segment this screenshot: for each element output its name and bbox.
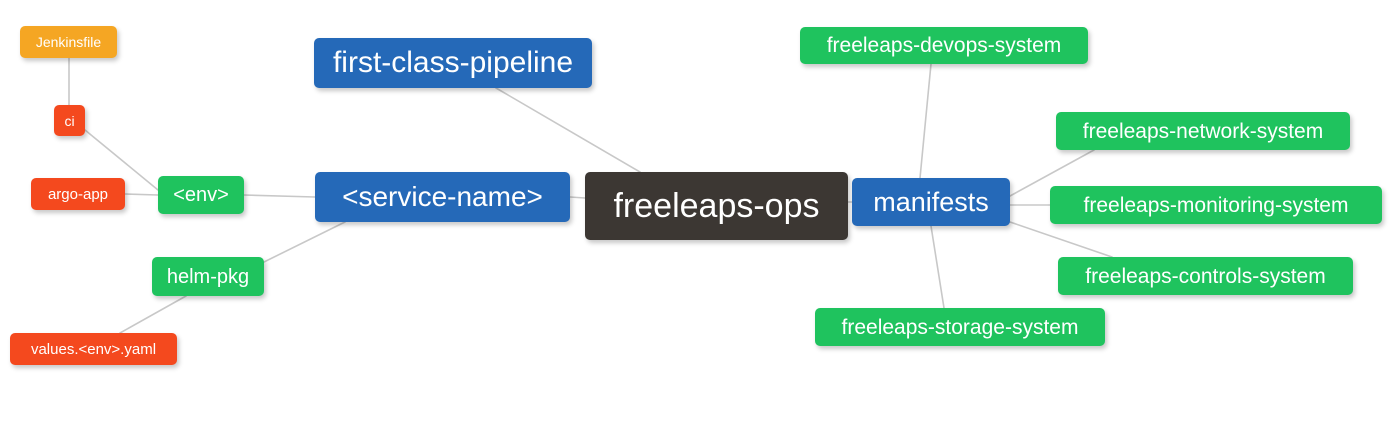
node-freeleaps-controls-system[interactable]: freeleaps-controls-system [1058,257,1353,295]
node-label-env: <env> [173,184,229,206]
node-label-freeleaps-controls-system: freeleaps-controls-system [1085,264,1326,288]
node-label-jenkinsfile: Jenkinsfile [35,34,102,50]
node-service-name[interactable]: <service-name> [315,172,570,222]
node-label-helm-pkg: helm-pkg [166,265,250,288]
node-label-argo-app: argo-app [47,185,109,203]
node-freeleaps-devops-system[interactable]: freeleaps-devops-system [800,27,1088,64]
node-env[interactable]: <env> [158,176,244,214]
node-ci[interactable]: ci [54,105,85,136]
node-label-freeleaps-devops-system: freeleaps-devops-system [826,34,1062,57]
node-label-service-name: <service-name> [342,181,543,212]
node-label-manifests: manifests [873,186,989,217]
node-label-first-class-pipeline: first-class-pipeline [332,46,574,79]
node-argo-app[interactable]: argo-app [31,178,125,210]
node-manifests[interactable]: manifests [852,178,1010,226]
node-label-freeleaps-ops: freeleaps-ops [613,187,820,225]
node-helm-pkg[interactable]: helm-pkg [152,257,264,296]
node-first-class-pipeline[interactable]: first-class-pipeline [314,38,592,88]
node-label-values-yaml: values.<env>.yaml [30,340,157,358]
node-label-freeleaps-monitoring-system: freeleaps-monitoring-system [1083,193,1349,217]
node-label-freeleaps-network-system: freeleaps-network-system [1082,119,1324,143]
node-freeleaps-storage-system[interactable]: freeleaps-storage-system [815,308,1105,346]
node-label-freeleaps-storage-system: freeleaps-storage-system [841,315,1079,339]
node-label-ci: ci [64,112,75,129]
node-freeleaps-ops[interactable]: freeleaps-ops [585,172,848,240]
node-freeleaps-monitoring-system[interactable]: freeleaps-monitoring-system [1050,186,1382,224]
node-jenkinsfile[interactable]: Jenkinsfile [20,26,117,58]
node-freeleaps-network-system[interactable]: freeleaps-network-system [1056,112,1350,150]
node-values-yaml[interactable]: values.<env>.yaml [10,333,177,365]
